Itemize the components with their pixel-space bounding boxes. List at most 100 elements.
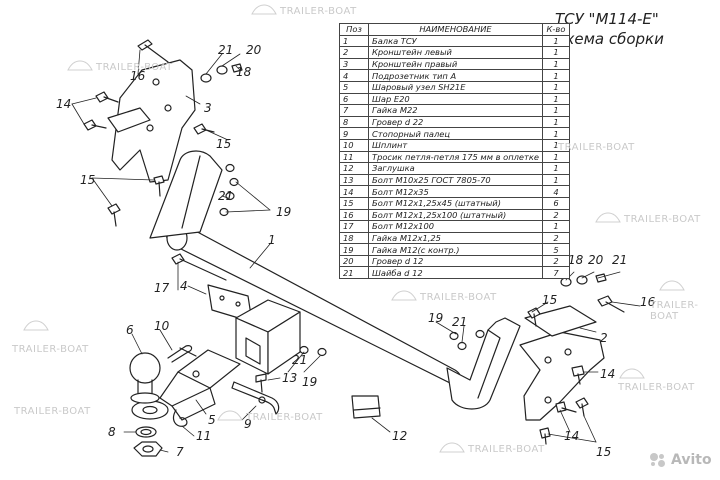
cell-qty: 7 [541,266,570,280]
callout-number: 15 [80,173,95,187]
drawing-subtitle: Схема сборки [555,30,664,48]
cell-qty: 5 [541,243,570,256]
watermark-text: TRAILER-BOAT [618,382,695,393]
cell-name: Балка ТСУ [368,34,543,48]
cell-qty: 1 [541,46,570,59]
cell-name: Кронштейн левый [368,46,543,59]
cell-qty: 2 [541,254,570,268]
cell-pos: 5 [339,80,369,94]
col-header-pos: Поз [339,23,369,36]
cell-qty: 1 [541,80,570,94]
cell-qty: 1 [541,104,570,117]
cell-pos: 15 [339,196,369,210]
callout-number: 14 [564,429,579,443]
cell-qty: 1 [541,220,570,233]
callout-number: 15 [596,445,611,459]
safety-cable [172,409,188,427]
callout-number: 19 [302,375,317,389]
avito-logo-icon [650,453,668,467]
callout-number: 17 [154,281,170,295]
cell-pos: 17 [339,220,369,233]
cell-pos: 14 [339,185,369,198]
callout-number: 1 [268,233,276,247]
col-header-qty: К-во [541,23,570,36]
callout-number: 21 [218,43,233,57]
cell-pos: 9 [339,127,369,140]
callout-number: 8 [108,425,116,439]
callout-number: 13 [282,371,297,385]
grover-d22 [135,426,157,438]
bolts [83,39,625,445]
callout-number: 16 [640,295,656,309]
cell-qty: 1 [541,127,570,140]
receiver-tube [235,299,301,375]
cell-qty: 6 [541,196,570,210]
callout-number: 19 [428,311,443,325]
callout-number: 11 [196,429,211,443]
cell-qty: 1 [541,34,570,48]
watermark-text: TRAILER-BOAT [558,142,635,153]
cell-qty: 1 [541,69,570,82]
cell-name: Шплинт [368,138,543,152]
callout-number: 14 [600,367,615,381]
cell-qty: 1 [541,173,570,187]
cell-name: Гровер d 12 [368,254,543,268]
callout-number: 18 [236,65,252,79]
cotter-pin [167,345,197,363]
callout-number: 15 [216,137,231,151]
callout-number: 21 [218,189,233,203]
callout-number: 20 [246,43,262,57]
cell-pos: 8 [339,115,369,129]
cell-pos: 19 [339,243,369,256]
callout-number: 6 [126,323,134,337]
locking-pin [231,381,280,415]
cell-name: Шаровый узел SH21E [368,80,543,94]
plug-cap [351,395,381,419]
cell-pos: 13 [339,173,369,187]
callout-number: 21 [292,353,307,367]
ball-mount [131,349,241,421]
cell-name: Тросик петля-петля 175 мм в оплетке [368,150,543,164]
cell-pos: 6 [339,92,369,106]
cell-name: Болт M12x100 [368,220,543,233]
watermark-text: TRAILER-BOAT [96,62,173,73]
callout-number: 4 [180,279,188,293]
cell-pos: 21 [339,266,369,280]
cell-qty: 1 [541,150,570,164]
watermark-text: TRAILER-BOAT [12,344,89,355]
watermark-text: TRAILER-BOAT [14,406,91,417]
cell-name: Заглушка [368,162,543,175]
cell-pos: 10 [339,138,369,152]
cell-qty: 2 [541,231,570,245]
drawing-title: ТСУ "M114-E" [555,10,659,28]
callout-number: 18 [568,253,584,267]
cell-pos: 1 [339,34,369,48]
callout-number: 21 [452,315,467,329]
col-header-name: НАИМЕНОВАНИЕ [368,23,543,36]
cell-pos: 18 [339,231,369,245]
callout-number: 2 [600,331,608,345]
cell-pos: 20 [339,254,369,268]
callout-number: 9 [244,417,252,431]
cell-name: Гровер d 22 [368,115,543,129]
watermark-text: TRAILER-BOAT [624,214,701,225]
cell-name: Шайба d 12 [368,266,543,280]
callout-number: 20 [588,253,604,267]
avito-label: Avito [671,452,712,468]
